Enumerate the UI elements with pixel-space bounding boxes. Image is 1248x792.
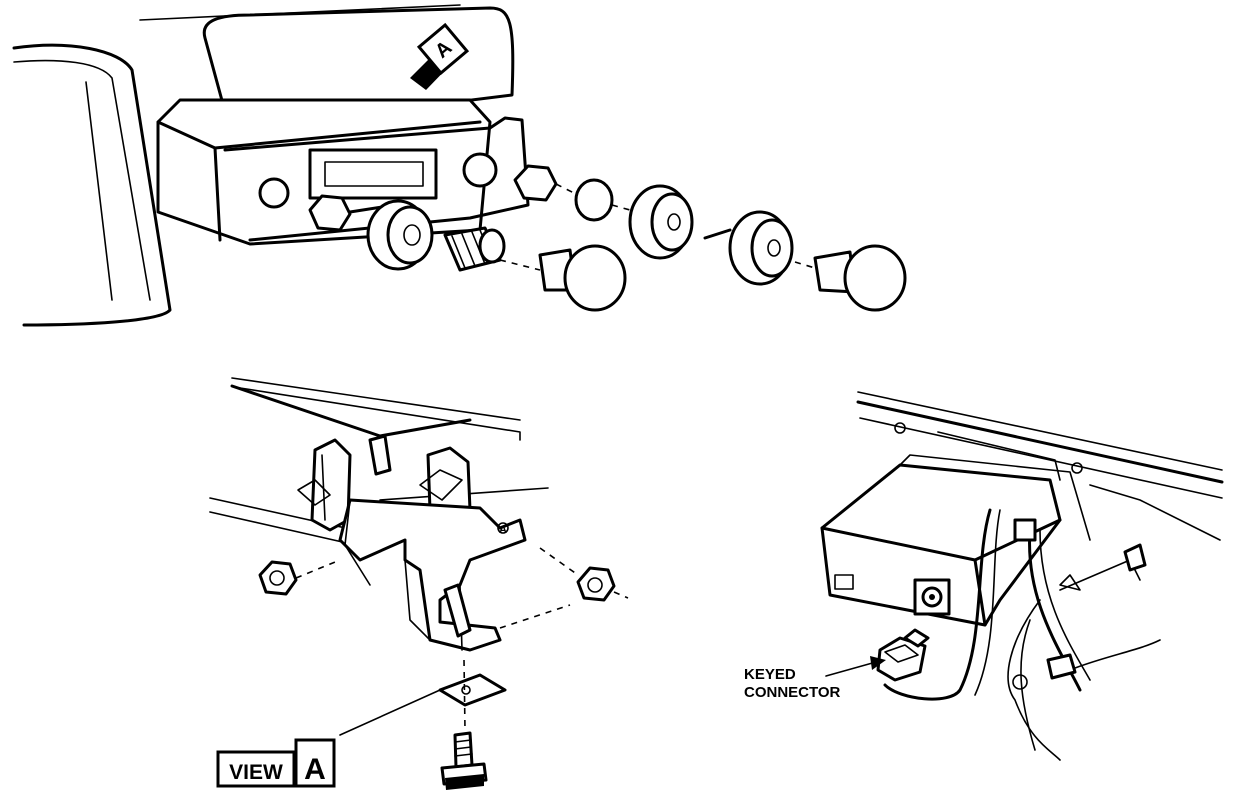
keyed-connector-label-line1: KEYED bbox=[744, 666, 796, 683]
radio-display-window bbox=[308, 148, 438, 200]
wire-harness bbox=[883, 508, 1161, 761]
left-clip bbox=[297, 438, 352, 532]
left-nut bbox=[258, 559, 341, 596]
view-a-label: VIEW A bbox=[216, 738, 336, 788]
radio-unit-rear bbox=[820, 454, 1091, 627]
mounting-bracket: A bbox=[338, 498, 527, 652]
spring-sleeve bbox=[443, 226, 506, 272]
right-knob bbox=[728, 210, 794, 286]
bolt-icon bbox=[440, 731, 488, 790]
hex-nut-icon bbox=[258, 560, 298, 596]
keyed-connector bbox=[876, 628, 930, 682]
hex-nut-icon bbox=[308, 194, 352, 232]
right-nut bbox=[499, 547, 629, 629]
center-knob bbox=[628, 184, 694, 260]
left-knob bbox=[366, 199, 434, 271]
view-a-bracket-detail: A VIEW bbox=[209, 377, 629, 790]
hex-nut-icon bbox=[513, 164, 558, 202]
knobs-exploded bbox=[308, 164, 907, 312]
right-push-button bbox=[794, 244, 907, 312]
view-word: VIEW bbox=[229, 761, 283, 784]
bracket-letter: A bbox=[499, 524, 507, 536]
connector-detail: KEYED CONNECTOR bbox=[744, 391, 1224, 761]
view-a-callout-icon: A bbox=[410, 22, 470, 90]
view-letter: A bbox=[304, 753, 326, 786]
dashboard-panel bbox=[12, 4, 515, 327]
left-push-button bbox=[499, 244, 627, 312]
keyed-connector-label-line2: CONNECTOR bbox=[744, 684, 841, 701]
hex-nut-icon bbox=[576, 566, 616, 602]
rear-socket bbox=[913, 578, 951, 616]
base-tab bbox=[438, 659, 507, 731]
